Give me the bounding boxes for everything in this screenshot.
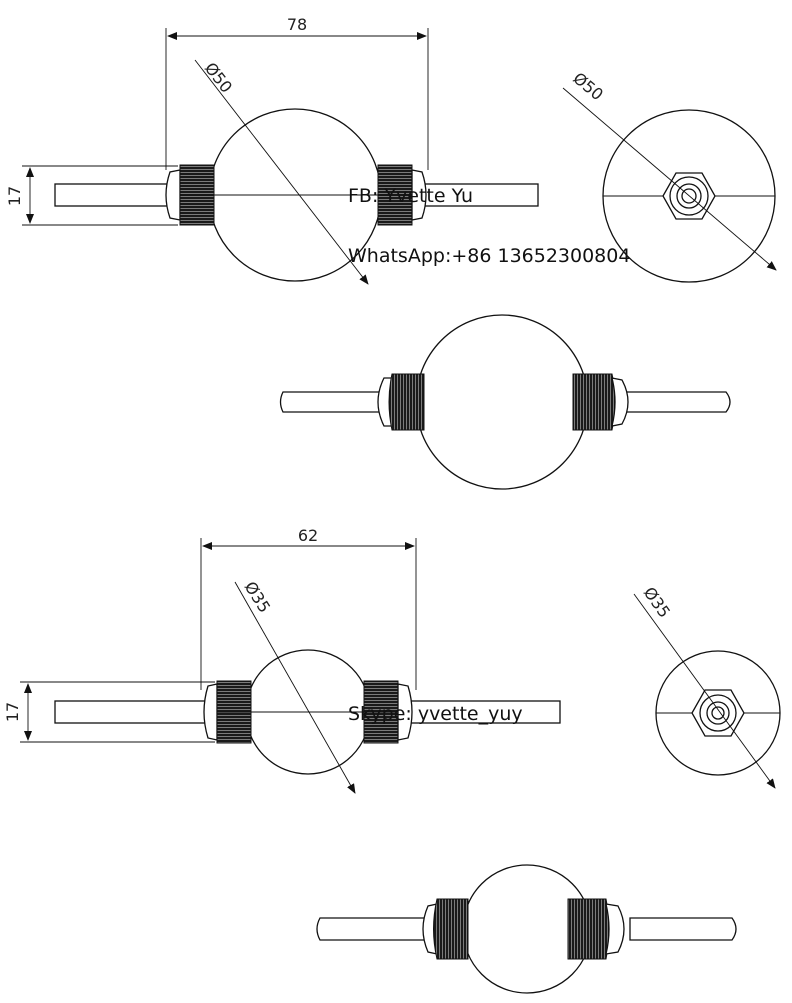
bottom-3d-right-rod [629, 917, 737, 941]
top-3d-right-rod [609, 391, 731, 413]
bottom-3d-right-collar [605, 903, 625, 955]
top-side-inner-ring [676, 183, 702, 209]
bottom-3d-view [316, 864, 737, 994]
bottom-right-collar [397, 683, 413, 741]
bottom-diameter-label: Ø35 [241, 578, 275, 616]
bottom-side-diameter-label: Ø35 [640, 583, 674, 621]
bottom-left-rod [54, 700, 216, 724]
bottom-side-core [711, 706, 725, 720]
bottom-3d-left-rod [316, 917, 431, 941]
bottom-side-outer-ring [699, 694, 737, 732]
top-3d-right-nut [572, 373, 616, 431]
top-3d-ball [415, 314, 589, 490]
top-right-collar [411, 169, 427, 221]
bottom-side-view: Ø35 [633, 583, 781, 789]
watermark-skype: Skype: yvette_yuy [348, 703, 523, 725]
bottom-front-view: 62 17 Ø35 [3, 526, 561, 794]
top-left-rod [54, 183, 171, 207]
top-3d-view [279, 314, 731, 490]
bottom-3d-left-nut [433, 898, 469, 960]
top-3d-left-rod [279, 391, 386, 413]
watermark-whatsapp: WhatsApp:+86 13652300804 [348, 245, 630, 267]
top-front-view: 78 17 Ø50 [5, 15, 539, 285]
top-side-diameter-leader [562, 87, 777, 271]
top-length-label: 78 [287, 15, 307, 34]
top-diameter-label: Ø50 [201, 59, 236, 97]
top-side-view: Ø50 [562, 69, 777, 283]
bottom-length-label: 62 [298, 526, 318, 545]
bottom-height-label: 17 [3, 702, 22, 722]
bottom-3d-left-collar [422, 903, 438, 955]
bottom-diameter-leader [234, 581, 356, 794]
top-side-core [681, 188, 697, 204]
bottom-3d-right-nut [567, 898, 610, 960]
bottom-side-diameter-leader [633, 593, 776, 789]
top-3d-left-nut [388, 373, 425, 431]
top-left-collar [165, 169, 181, 221]
top-diameter-leader [194, 59, 369, 285]
top-side-outer-ring [669, 176, 709, 216]
bottom-side-inner-ring [706, 701, 730, 725]
top-3d-right-collar [611, 377, 629, 427]
watermark-facebook: FB: Yvette Yu [348, 185, 473, 207]
top-3d-left-collar [377, 377, 393, 427]
top-height-label: 17 [5, 186, 24, 206]
bottom-left-collar [203, 683, 218, 741]
